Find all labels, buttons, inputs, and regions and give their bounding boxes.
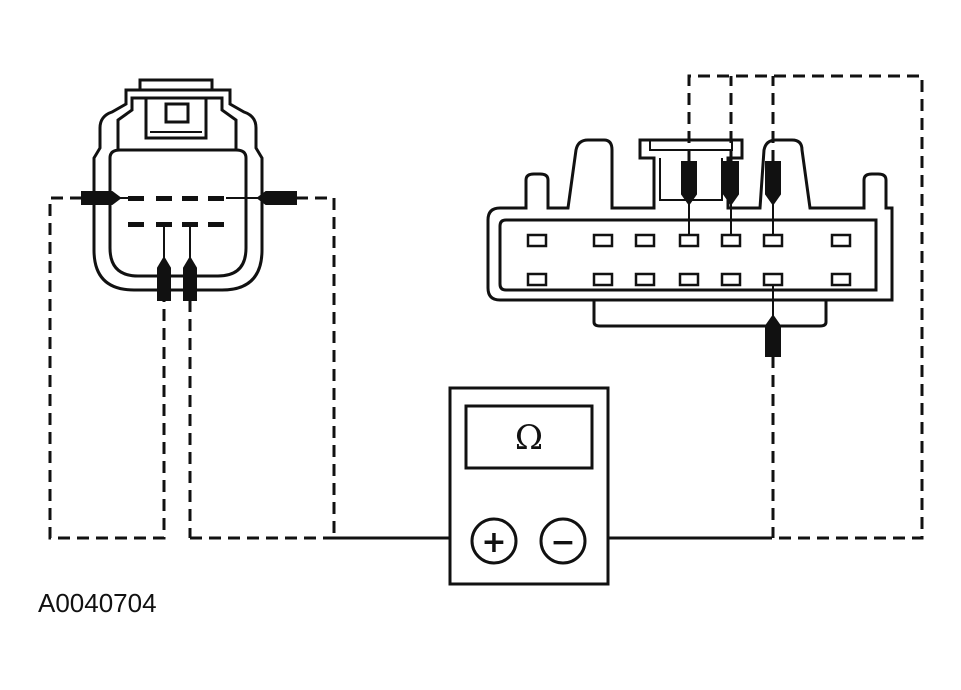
ohmmeter: Ω + −: [448, 386, 610, 586]
meter-negative-symbol: −: [550, 525, 575, 560]
left-dashed-wires: [48, 196, 336, 540]
left-connector-probes: [81, 191, 297, 301]
left-connector: [92, 78, 264, 292]
meter-display: [464, 404, 594, 470]
meter-positive-terminal: [470, 517, 518, 565]
meter-display-symbol: Ω: [515, 418, 543, 458]
meter-negative-terminal: [539, 517, 587, 565]
right-dashed-wires: [687, 74, 924, 540]
figure-reference-id: A0040704: [38, 588, 157, 618]
meter-positive-symbol: +: [481, 525, 506, 560]
right-connector-probes: [681, 161, 781, 357]
